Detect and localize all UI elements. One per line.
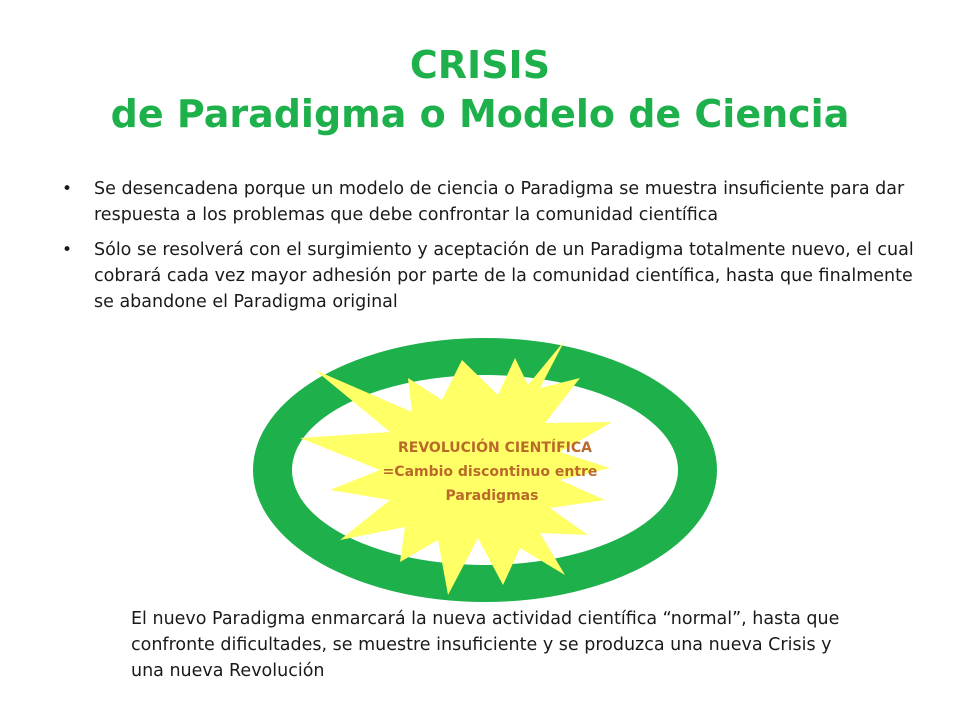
bullet-item: • Se desencadena porque un modelo de cie… — [62, 176, 922, 228]
bullet-icon: • — [62, 240, 73, 260]
bullet-list: • Se desencadena porque un modelo de cie… — [62, 176, 922, 324]
diagram-title: REVOLUCIÓN CIENTÍFICA — [398, 438, 592, 456]
revolution-diagram: REVOLUCIÓN CIENTÍFICA =Cambio discontinu… — [253, 338, 717, 602]
diagram-subtitle: =Cambio discontinuo entre — [383, 464, 598, 480]
bullet-text: Sólo se resolverá con el surgimiento y a… — [94, 240, 914, 312]
slide-title: CRISIS — [409, 43, 551, 87]
diagram-subtitle-cont: Paradigmas — [446, 488, 539, 504]
caption-text: El nuevo Paradigma enmarcará la nueva ac… — [131, 609, 840, 681]
bullet-icon: • — [62, 179, 73, 199]
starburst-shape — [300, 340, 612, 595]
bullet-text: Se desencadena porque un modelo de cienc… — [94, 179, 905, 225]
slide-subtitle: de Paradigma o Modelo de Ciencia — [110, 92, 850, 136]
bullet-item: • Sólo se resolverá con el surgimiento y… — [62, 237, 922, 315]
